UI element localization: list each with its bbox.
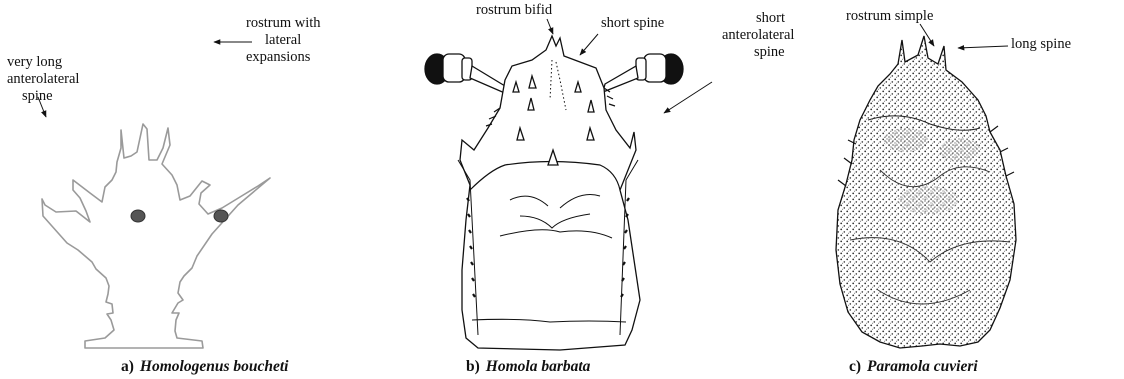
arrow-short-spine <box>580 34 598 55</box>
label-anterolateral-spine-a: very long anterolateral spine <box>7 54 83 104</box>
eye-right-icon <box>214 210 228 222</box>
label-rostrum-lateral-expansions: rostrum with lateral expansions <box>246 15 324 65</box>
arrow-rostrum-bifid <box>547 19 553 34</box>
label-long-spine: long spine <box>1011 36 1071 52</box>
label-short-spine: short spine <box>601 15 664 31</box>
arrow-short-anterolateral-spine <box>664 82 712 113</box>
caption-c: c)Paramola cuvieri <box>849 358 978 375</box>
eye-left-icon <box>131 210 145 222</box>
caption-b: b)Homola barbata <box>466 358 591 375</box>
label-short-anterolateral-spine: short anterolateral spine <box>722 10 798 60</box>
eyestalk-right <box>603 54 683 92</box>
panel-c: rostrum simple long spine <box>836 8 1071 348</box>
caption-a: a)Homologenus boucheti <box>121 358 289 375</box>
arrow-long-spine <box>958 46 1008 48</box>
eyestalk-left <box>425 54 507 94</box>
panel-a: very long anterolateral spine rostrum wi… <box>7 15 324 348</box>
carapace-outline-homologenus <box>42 124 270 348</box>
label-rostrum-simple: rostrum simple <box>846 8 933 24</box>
label-rostrum-bifid: rostrum bifid <box>476 2 553 18</box>
panel-b: rostrum bifid short spine short anterola… <box>425 2 798 350</box>
